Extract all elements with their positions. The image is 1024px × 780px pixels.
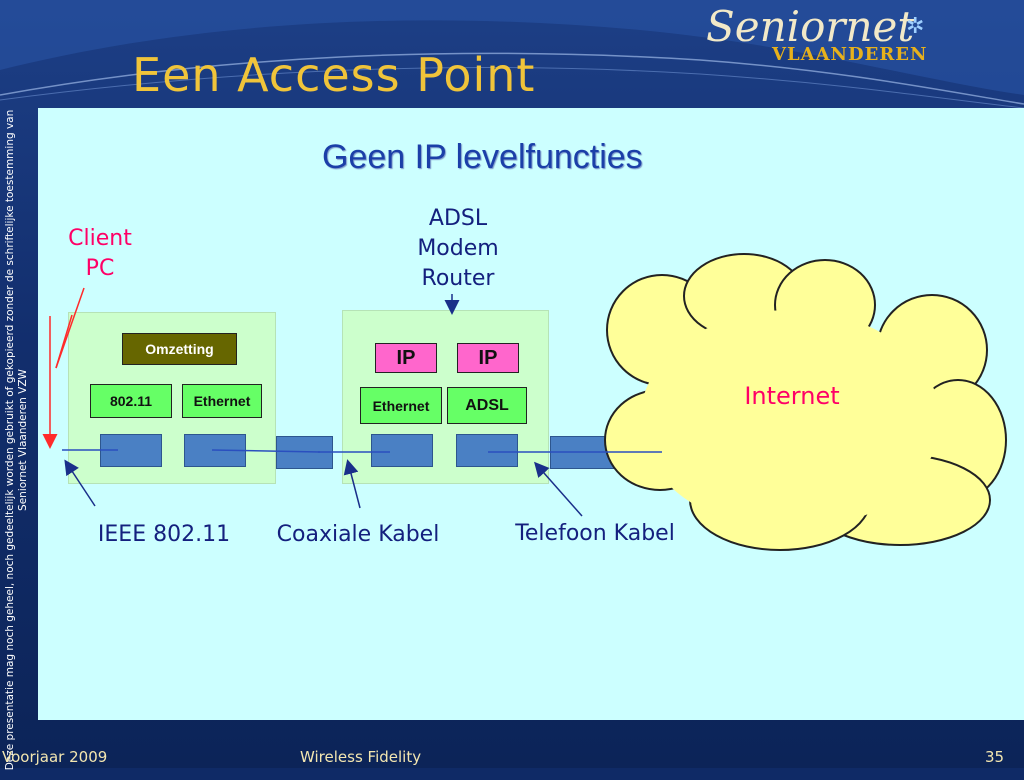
client-pc-label: Client PC: [68, 226, 132, 281]
star-icon: ✲: [906, 14, 925, 39]
ethernet-box-ap: Ethernet: [182, 384, 262, 418]
internet-label: Internet: [744, 382, 840, 410]
phone-label: Telefoon Kabel: [515, 521, 675, 546]
diagram-subtitle: Geen IP levelfuncties: [322, 138, 643, 176]
footer-title: Wireless Fidelity: [300, 748, 422, 766]
coax-label: Coaxiale Kabel: [276, 522, 440, 547]
header-swoosh: [0, 0, 1024, 109]
ethernet-box-router: Ethernet: [360, 387, 442, 424]
wifi-80211-box: 802.11: [90, 384, 172, 418]
coax-arrow: [343, 459, 361, 509]
phone-arrow: [534, 461, 583, 517]
internet-cloud: [604, 253, 1007, 551]
footer-date: Voorjaar 2009: [2, 748, 108, 766]
ieee-arrow: [64, 459, 96, 507]
client-pc-pointer: [42, 287, 85, 449]
adsl-box: ADSL: [447, 387, 527, 424]
omzetting-box: Omzetting: [122, 333, 237, 365]
connection-lines: [62, 449, 662, 453]
router-label-line3: Router: [421, 266, 495, 291]
ip-box-left: IP: [375, 343, 437, 373]
slide-title: Een Access Point: [132, 48, 536, 102]
footer-page-number: 35: [985, 748, 1005, 766]
ap-port-wireless: [100, 434, 162, 467]
logo-seniornet: Seniornet: [706, 2, 915, 51]
router-label: ADSL Modem Router: [398, 204, 518, 294]
logo-vlaanderen: VLAANDEREN: [772, 44, 928, 65]
router-label-line1: ADSL: [428, 206, 488, 231]
ieee-label: IEEE 802.11: [97, 522, 231, 547]
router-label-line2: Modem: [417, 236, 499, 261]
ip-box-right: IP: [457, 343, 519, 373]
router-port-ethernet: [371, 434, 433, 467]
router-port-adsl: [456, 434, 518, 467]
